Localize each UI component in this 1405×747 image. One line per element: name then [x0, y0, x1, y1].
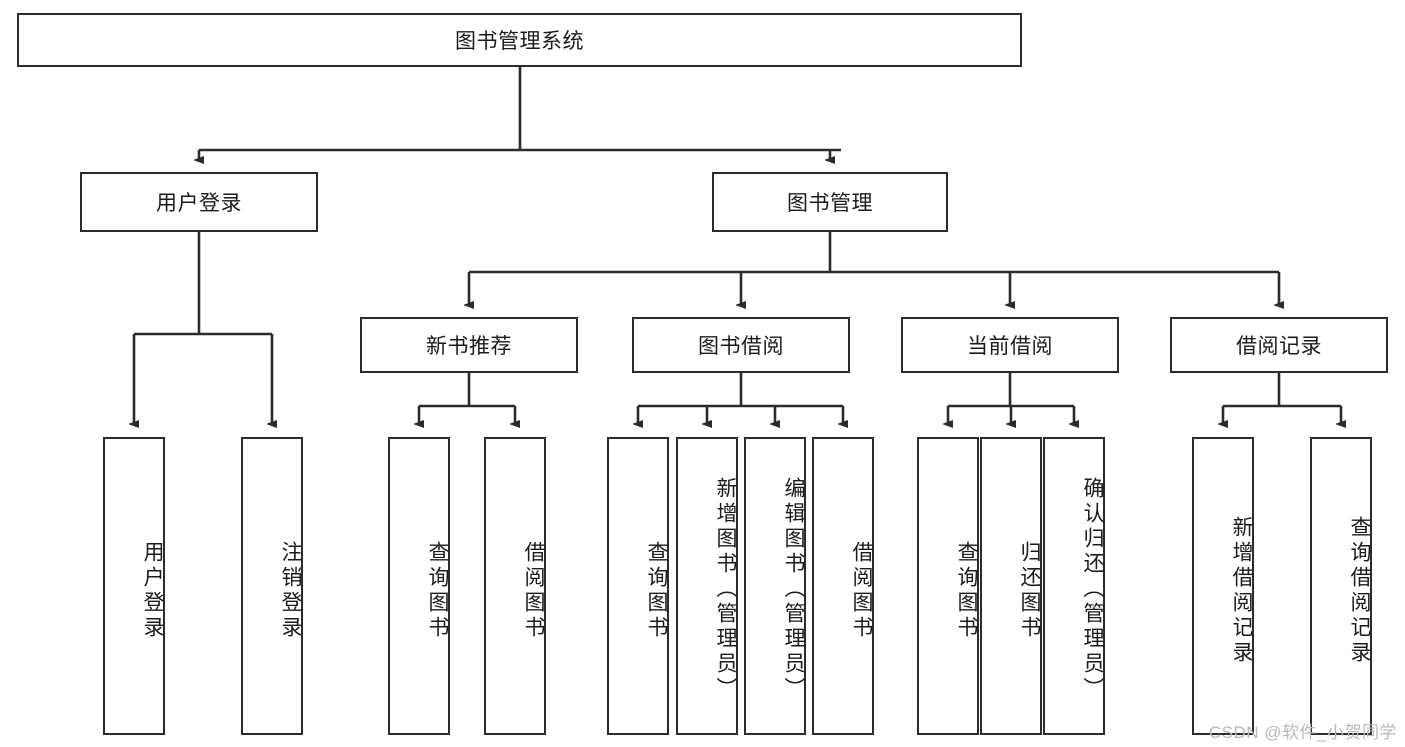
node-leaf-borrow-book-2[interactable]: 借阅图书 — [812, 437, 874, 735]
node-leaf-query-book-1[interactable]: 查询图书 — [388, 437, 450, 735]
node-leaf-add-record-label: 新增借阅记录 — [1230, 516, 1253, 666]
node-leaf-query-book-3-label: 查询图书 — [955, 541, 978, 641]
node-leaf-query-record[interactable]: 查询借阅记录 — [1310, 437, 1372, 735]
node-leaf-logout[interactable]: 注销登录 — [241, 437, 303, 735]
node-leaf-borrow-book-1[interactable]: 借阅图书 — [484, 437, 546, 735]
node-leaf-borrow-book-2-label: 借阅图书 — [850, 541, 873, 641]
node-leaf-user-login-label: 用户登录 — [141, 541, 164, 641]
node-root[interactable]: 图书管理系统 — [17, 13, 1022, 67]
node-leaf-add-book[interactable]: 新增图书（管理员） — [676, 437, 738, 735]
node-book-borrow[interactable]: 图书借阅 — [632, 317, 850, 373]
node-book-manage-label: 图书管理 — [787, 192, 873, 215]
node-current-borrow-label: 当前借阅 — [967, 335, 1053, 358]
node-new-book-recommend-label: 新书推荐 — [426, 335, 512, 358]
node-leaf-user-login[interactable]: 用户登录 — [103, 437, 165, 735]
node-leaf-add-book-label: 新增图书（管理员） — [714, 476, 737, 702]
node-user-login[interactable]: 用户登录 — [80, 172, 318, 232]
node-leaf-borrow-book-1-label: 借阅图书 — [522, 541, 545, 641]
node-leaf-confirm-return-label: 确认归还（管理员） — [1081, 476, 1104, 702]
node-user-login-label: 用户登录 — [156, 192, 242, 215]
node-new-book-recommend[interactable]: 新书推荐 — [360, 317, 578, 373]
node-borrow-record-label: 借阅记录 — [1236, 335, 1322, 358]
node-leaf-add-record[interactable]: 新增借阅记录 — [1192, 437, 1254, 735]
node-borrow-record[interactable]: 借阅记录 — [1170, 317, 1388, 373]
node-leaf-query-book-3[interactable]: 查询图书 — [917, 437, 979, 735]
node-leaf-query-book-2-label: 查询图书 — [645, 541, 668, 641]
node-leaf-logout-label: 注销登录 — [279, 541, 302, 641]
node-leaf-query-book-1-label: 查询图书 — [426, 541, 449, 641]
node-leaf-query-record-label: 查询借阅记录 — [1348, 516, 1371, 666]
node-leaf-edit-book[interactable]: 编辑图书（管理员） — [744, 437, 806, 735]
node-book-manage[interactable]: 图书管理 — [712, 172, 948, 232]
csdn-watermark: CSDN @软件_小贺同学 — [1208, 723, 1397, 742]
node-book-borrow-label: 图书借阅 — [698, 335, 784, 358]
node-current-borrow[interactable]: 当前借阅 — [901, 317, 1119, 373]
node-leaf-return-book-label: 归还图书 — [1018, 541, 1041, 641]
node-root-label: 图书管理系统 — [455, 30, 584, 53]
node-leaf-query-book-2[interactable]: 查询图书 — [607, 437, 669, 735]
node-leaf-edit-book-label: 编辑图书（管理员） — [782, 476, 805, 702]
node-leaf-return-book[interactable]: 归还图书 — [980, 437, 1042, 735]
node-leaf-confirm-return[interactable]: 确认归还（管理员） — [1043, 437, 1105, 735]
